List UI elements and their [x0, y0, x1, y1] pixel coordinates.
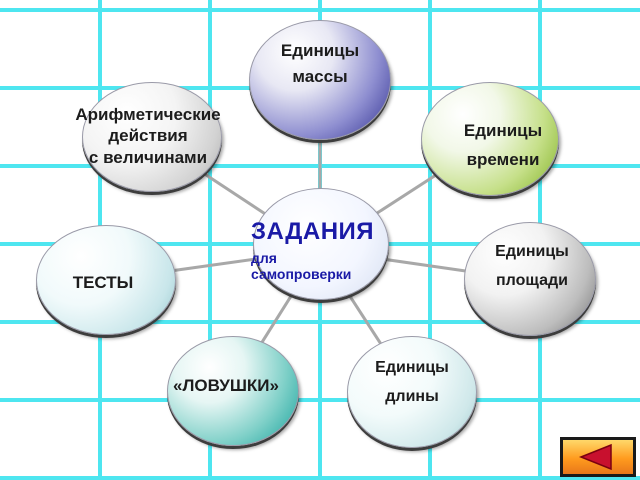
- node-center[interactable]: [253, 188, 389, 300]
- node-traps[interactable]: [167, 336, 299, 446]
- label-time: Единицы времени: [441, 117, 565, 175]
- area-line2: площади: [496, 271, 568, 289]
- center-subtitle-line1: для: [251, 250, 277, 266]
- label-arith: Арифметические действия с величинами: [30, 104, 266, 168]
- area-line1: Единицы: [495, 243, 569, 260]
- length-line2: длины: [385, 387, 439, 405]
- node-length[interactable]: [347, 336, 477, 448]
- mass-line1: Единицы: [280, 41, 360, 60]
- node-tests[interactable]: [36, 225, 176, 335]
- node-arith[interactable]: [82, 82, 222, 192]
- mass-line2: массы: [292, 67, 348, 87]
- back-button[interactable]: [560, 437, 636, 477]
- time-line2: времени: [466, 149, 540, 169]
- center-subtitle-line2: самопроверки: [251, 266, 352, 283]
- arith-line2: действия: [108, 126, 188, 146]
- center-title: ЗАДАНИЯ: [251, 218, 375, 245]
- label-length: Единицы длины: [352, 354, 472, 412]
- arith-line1: Арифметические: [75, 105, 221, 124]
- label-tests: ТЕСТЫ: [72, 273, 134, 292]
- length-line1: Единицы: [375, 359, 449, 376]
- label-area: Единицы площади: [470, 238, 594, 296]
- time-line1: Единицы: [463, 121, 543, 140]
- node-area[interactable]: [464, 222, 596, 336]
- center-subtitle: для самопроверки: [251, 250, 351, 282]
- label-mass: Единицы массы: [259, 38, 381, 91]
- label-traps: «ЛОВУШКИ»: [173, 376, 279, 395]
- node-time[interactable]: [421, 82, 559, 196]
- arith-line3: с величинами: [88, 147, 208, 167]
- back-arrow-icon: [578, 443, 612, 471]
- node-mass[interactable]: [249, 20, 391, 140]
